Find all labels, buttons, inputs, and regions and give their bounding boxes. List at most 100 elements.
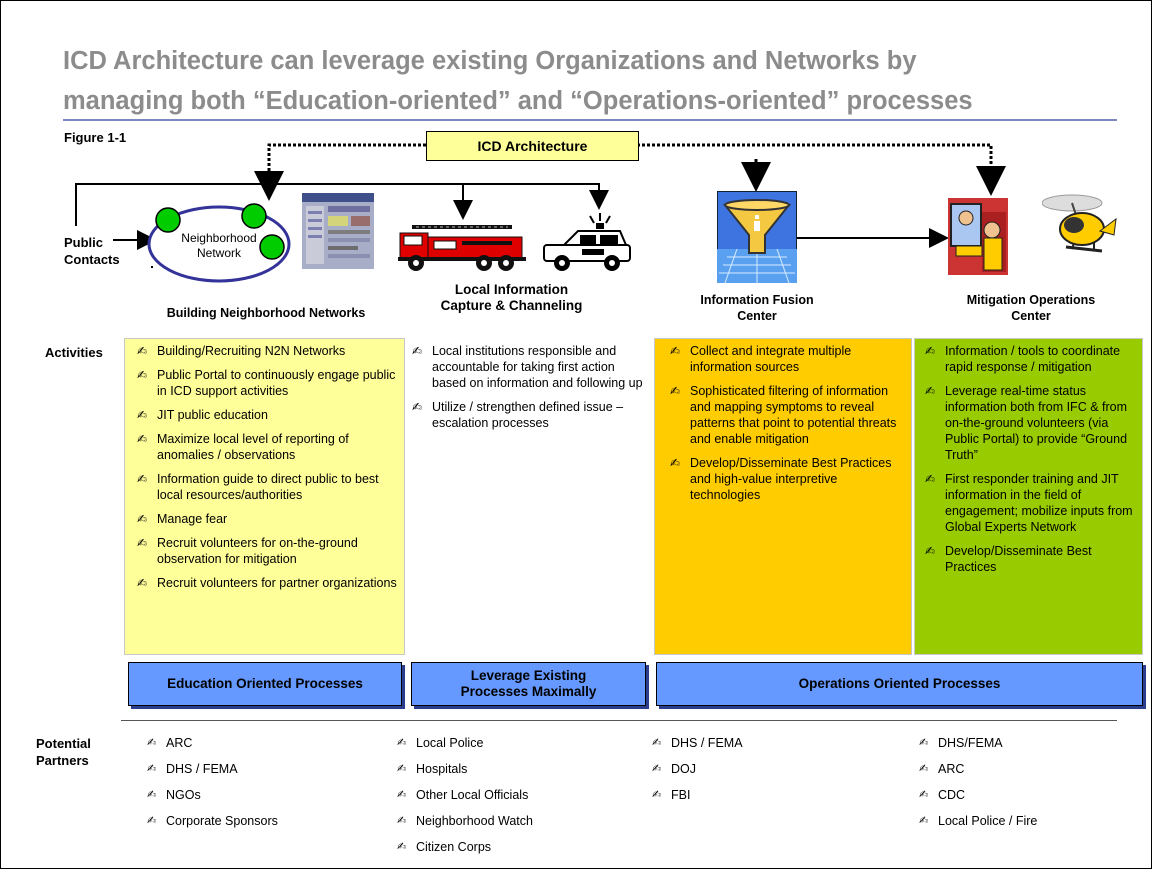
list-item: ✍ Local institutions responsible and acco… — [408, 343, 647, 391]
list-item: ✍Recruit volunteers for on-the-ground ob… — [133, 535, 398, 567]
list-item: ✍Sophisticated filtering of information … — [666, 383, 905, 447]
list-item-text: Local Police / Fire — [938, 814, 1038, 828]
local-activities-list: ✍ Local institutions responsible and acco… — [408, 343, 647, 431]
list-item: ✍ Information guide to direct public to b… — [133, 471, 398, 503]
potential-partners-label: Potential Partners — [36, 735, 91, 769]
portal-screenshot-icon — [302, 193, 374, 269]
bullet-icon: ✍ — [925, 344, 936, 358]
list-item: ✍Building/Recruiting N2N Networks — [133, 343, 398, 359]
list-item-text: First responder training and JIT informa… — [945, 472, 1133, 534]
list-item: ✍FBI — [652, 787, 892, 803]
local-label-line-2: Capture & Channeling — [440, 298, 583, 313]
education-partners-list: ✍ARC✍DHS / FEMA✍NGOs✍Corporate Sponsors — [147, 735, 387, 829]
list-item-text: Information guide to direct public to be… — [157, 472, 379, 502]
list-item: ✍CDC — [919, 787, 1139, 803]
list-item-text: Other Local Officials — [416, 788, 529, 802]
partners-divider — [121, 720, 1117, 721]
list-item: ✍ DOJ — [652, 761, 892, 777]
network-label-line-1: Neighborhood — [181, 231, 257, 245]
public-contacts-line-1: Public — [64, 235, 104, 250]
list-item: ✍ ARC — [919, 761, 1139, 777]
leverage-line-2: Processes Maximally — [460, 684, 597, 699]
list-item-text: Local Police — [416, 736, 484, 750]
bullet-icon: ✍ — [137, 472, 148, 486]
bullet-icon: ✍ — [412, 344, 423, 358]
bullet-icon: ✍ — [652, 763, 662, 775]
list-item: ✍Utilize / strengthen defined issue – es… — [408, 399, 647, 431]
bullet-icon: ✍ — [925, 384, 936, 398]
list-item: ✍ARC — [147, 735, 387, 751]
fusion-label-line-2: Center — [737, 309, 777, 323]
bullet-icon: ✍ — [137, 432, 148, 446]
list-item: ✍ First responder training and JIT inform… — [921, 471, 1136, 535]
bullet-icon: ✍ — [397, 763, 407, 775]
list-item: ✍Maximize local level of reporting of an… — [133, 431, 398, 463]
partners-label-line-1: Potential — [36, 736, 91, 751]
page-title: ICD Architecture can leverage existing O… — [63, 41, 1123, 121]
bullet-icon: ✍ — [147, 763, 157, 775]
title-line-2: managing both “Education-oriented” and “… — [63, 87, 973, 115]
figure-label: Figure 1-1 — [64, 130, 127, 145]
fusion-activities-list: ✍Collect and integrate multiple informat… — [666, 343, 905, 503]
list-item-text: ARC — [166, 736, 193, 750]
list-item: ✍Develop/Disseminate Best Practices — [921, 543, 1136, 575]
fusion-label-line-1: Information Fusion — [700, 293, 814, 307]
bullet-icon: ✍ — [919, 815, 929, 827]
fusion-activities-column: ✍Collect and integrate multiple informat… — [654, 338, 912, 655]
local-activities-column: ✍ Local institutions responsible and acco… — [405, 338, 654, 655]
bullet-icon: ✍ — [919, 737, 929, 749]
icd-architecture-box: ICD Architecture — [426, 131, 639, 161]
list-item-text: Building/Recruiting N2N Networks — [157, 344, 346, 358]
bullet-icon: ✍ — [137, 512, 148, 526]
list-item-text: Local institutions responsible and accou… — [432, 344, 643, 390]
list-item-text: DHS / FEMA — [671, 736, 743, 750]
bullet-icon: ✍ — [397, 841, 407, 853]
bullet-icon: ✍ — [397, 815, 407, 827]
list-item-text: Sophisticated filtering of information a… — [690, 384, 897, 446]
education-activities-column: ✍Building/Recruiting N2N Networks✍Public… — [124, 338, 405, 655]
list-item-text: Public Portal to continuously engage pub… — [157, 368, 396, 398]
public-contacts-label: Public Contacts — [64, 234, 120, 268]
list-item-text: Hospitals — [416, 762, 468, 776]
list-item-text: Manage fear — [157, 512, 228, 526]
public-contacts-line-2: Contacts — [64, 252, 120, 267]
bullet-icon: ✍ — [147, 815, 157, 827]
dotted-feeds — [254, 143, 1006, 201]
list-item: ✍ Neighborhood Watch — [397, 813, 637, 829]
responder-icon — [948, 198, 1008, 275]
list-item: ✍Develop/Disseminate Best Practices and … — [666, 455, 905, 503]
list-item-text: DOJ — [671, 762, 696, 776]
activities-label: Activities — [45, 345, 103, 360]
education-activities-list: ✍Building/Recruiting N2N Networks✍Public… — [133, 343, 398, 591]
fusion-center-label: Information Fusion Center — [677, 292, 837, 324]
list-item: ✍ DHS / FEMA — [652, 735, 892, 751]
bullet-icon: ✍ — [652, 737, 662, 749]
local-partners-list: ✍Local Police✍Hospitals✍Other Local Offi… — [397, 735, 637, 855]
list-item: ✍ Local Police / Fire — [919, 813, 1139, 829]
bullet-icon: ✍ — [147, 789, 157, 801]
list-item: ✍Leverage real-time status information b… — [921, 383, 1136, 463]
list-item-text: Corporate Sponsors — [166, 814, 278, 828]
partners-label-line-2: Partners — [36, 753, 89, 768]
fusion-partners-list: ✍ DHS / FEMA ✍ DOJ ✍FBI — [652, 735, 892, 803]
police-car-icon — [543, 213, 631, 271]
bullet-icon: ✍ — [397, 737, 407, 749]
neighborhood-network-label: Neighborhood Network — [169, 231, 269, 261]
list-item-text: Information / tools to coordinate rapid … — [945, 344, 1121, 374]
bullet-icon: ✍ — [137, 576, 148, 590]
solid-connectors — [75, 183, 949, 250]
list-item-text: DHS / FEMA — [166, 762, 238, 776]
list-item: ✍ Information / tools to coordinate rapid… — [921, 343, 1136, 375]
bullet-icon: ✍ — [670, 344, 681, 358]
list-item-text: ARC — [938, 762, 965, 776]
list-item-text: Develop/Disseminate Best Practices — [945, 544, 1092, 574]
operations-processes-box: Operations Oriented Processes — [656, 662, 1143, 706]
list-item: ✍Other Local Officials — [397, 787, 637, 803]
list-item-text: Neighborhood Watch — [416, 814, 533, 828]
bullet-icon: ✍ — [919, 763, 929, 775]
bullet-icon: ✍ — [137, 536, 148, 550]
network-label-line-2: Network — [196, 246, 241, 260]
bullet-icon: ✍ — [652, 789, 662, 801]
bullet-icon: ✍ — [925, 472, 936, 486]
